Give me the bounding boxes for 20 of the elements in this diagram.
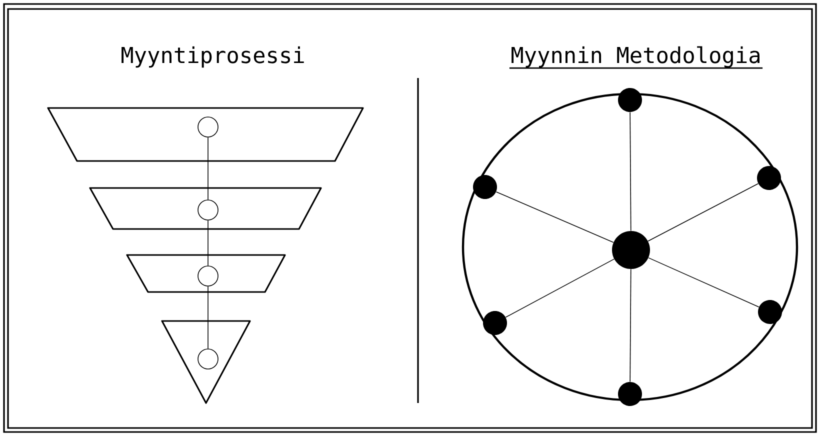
connector-line xyxy=(648,257,760,308)
circle xyxy=(198,266,218,286)
circle xyxy=(198,116,218,138)
circle xyxy=(462,92,798,402)
funnel-tip xyxy=(161,320,251,404)
connector-line xyxy=(648,183,759,242)
connector-line xyxy=(496,191,614,243)
dot xyxy=(618,382,642,406)
connector-line xyxy=(505,258,614,318)
dot xyxy=(612,231,650,269)
funnel-stage xyxy=(47,107,364,162)
dot xyxy=(618,88,642,112)
connector-line xyxy=(630,112,632,232)
heading: Myyntiprosessi xyxy=(122,46,304,68)
underlined-heading: Myynnin Metodologia xyxy=(509,46,763,69)
funnel-stage xyxy=(126,254,286,293)
circle xyxy=(198,200,218,220)
connector-line xyxy=(630,268,632,382)
funnel-stage xyxy=(89,187,322,230)
circle xyxy=(198,348,218,370)
